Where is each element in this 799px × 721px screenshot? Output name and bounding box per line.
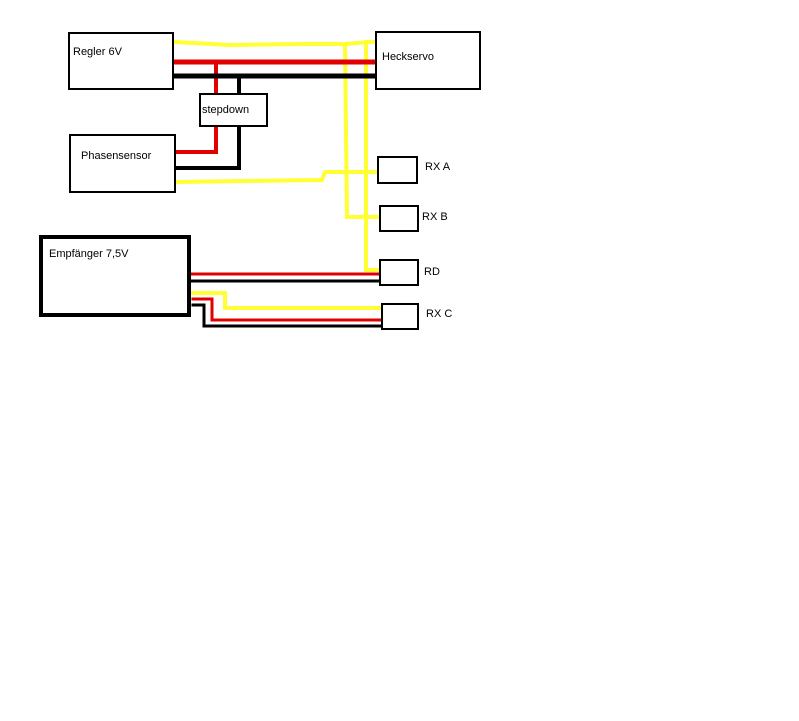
rd-box <box>379 259 419 286</box>
phasensensor-box <box>69 134 176 193</box>
rx-c-box <box>381 303 419 330</box>
heckservo-box <box>375 31 481 90</box>
regler-label: Regler 6V <box>73 46 123 58</box>
wire-stepdown-phasensensor-ground <box>174 126 241 170</box>
heckservo-label: Heckservo <box>382 51 434 63</box>
empfaenger-box <box>39 235 191 317</box>
wire-phasensensor-rx-a-signal <box>173 170 378 185</box>
wire-regler-heckservo-signal <box>172 39 373 48</box>
regler-box <box>68 32 174 90</box>
wire-empfaenger-rx-c-signal <box>191 291 382 310</box>
rd-label: RD <box>424 266 440 278</box>
empfaenger-label: Empfänger 7,5V <box>49 248 129 260</box>
rx-b-box <box>379 205 419 232</box>
phasensensor-label: Phasensensor <box>81 150 152 162</box>
rx-a-label: RX A <box>425 161 451 173</box>
rx-a-box <box>377 156 418 184</box>
wire-empfaenger-rx-c-ground <box>191 303 382 328</box>
wire-stepdown-phasensensor-power <box>174 126 218 154</box>
wire-empfaenger-rx-c-power <box>191 297 382 322</box>
rx-b-label: RX B <box>422 211 448 223</box>
stepdown-box <box>199 93 268 127</box>
wire-signal-to-rx-b <box>342 41 380 219</box>
wire-signal-to-rd <box>364 40 380 272</box>
rx-c-label: RX C <box>426 308 452 320</box>
stepdown-label: stepdown <box>202 104 249 116</box>
